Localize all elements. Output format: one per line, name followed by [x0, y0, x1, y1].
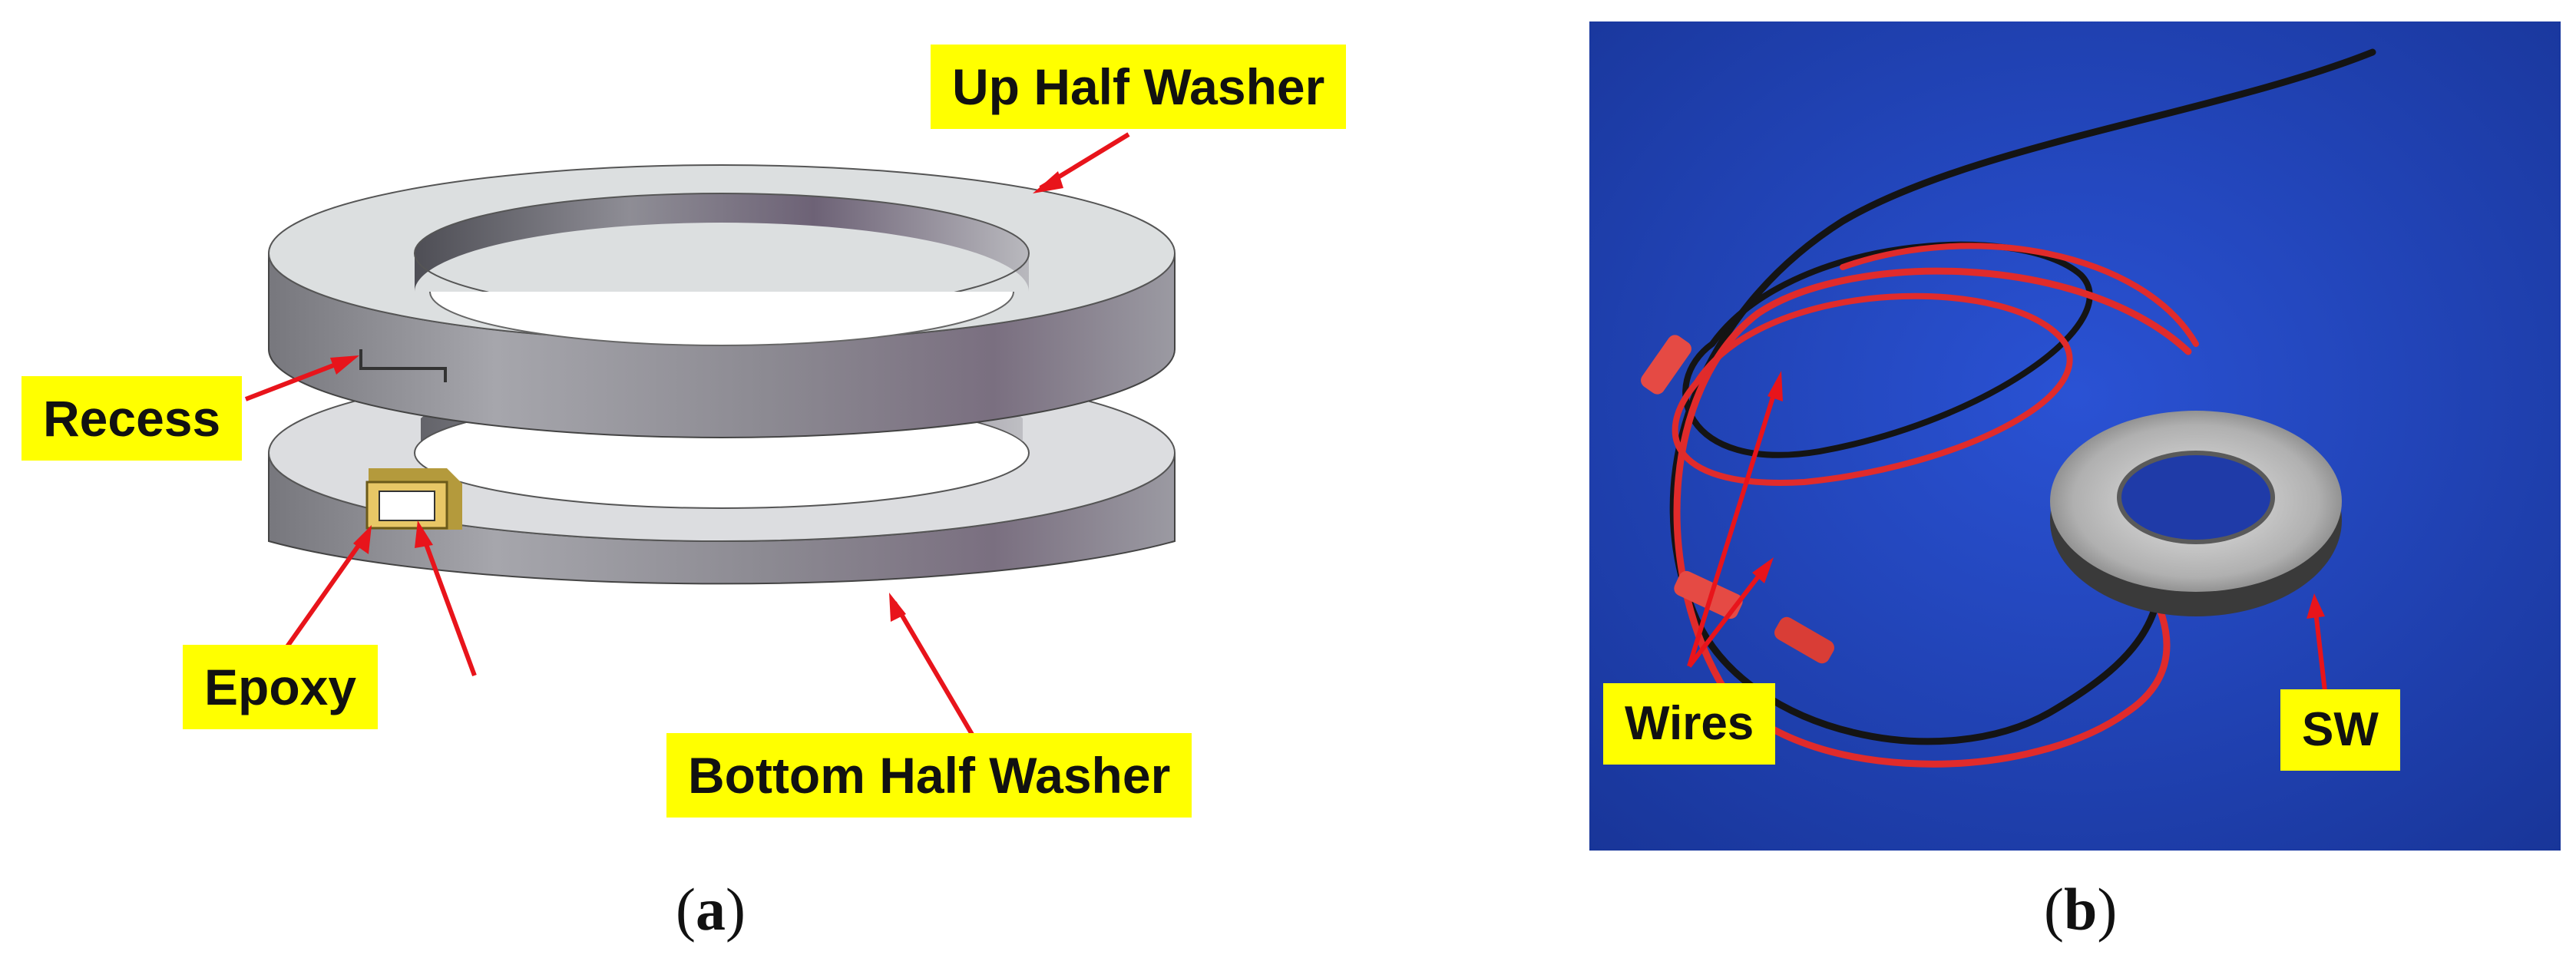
- caption-b: (b): [2044, 876, 2118, 943]
- arrow-epoxy-left: [278, 532, 369, 658]
- label-up-half-washer: Up Half Washer: [931, 45, 1347, 129]
- sensor-element: [379, 491, 435, 521]
- arrow-recess: [244, 357, 351, 401]
- panel-b: Wires SW: [1589, 21, 2561, 851]
- label-epoxy: Epoxy: [183, 645, 379, 729]
- label-bottom-half-washer: Bottom Half Washer: [666, 733, 1192, 818]
- arrow-wires-2: [1687, 565, 1768, 668]
- up-washer-hole-lower: [429, 291, 1014, 346]
- red-wire-tail: [1840, 243, 2199, 347]
- caption-a: (a): [676, 876, 746, 943]
- arrow-sw: [2313, 604, 2329, 705]
- arrow-bottom-half-washer: [892, 601, 976, 738]
- washer-drawing: [244, 132, 1176, 738]
- panel-b-arrows: [1687, 371, 2329, 705]
- up-washer-inner-wall: [415, 193, 1029, 292]
- panel-a-arrows: [244, 132, 1130, 738]
- label-recess: Recess: [21, 376, 243, 461]
- red-wire-loop: [1672, 292, 2073, 486]
- label-wires: Wires: [1603, 683, 1776, 765]
- black-wire-loop: [1682, 241, 2093, 458]
- wire-connectors: [1641, 335, 1834, 664]
- recess-notch: [359, 349, 447, 382]
- panel-a: Up Half Washer Recess Epoxy Bottom Half …: [21, 45, 1347, 943]
- sensor-epoxy: [365, 468, 462, 530]
- smart-washer: [2050, 411, 2342, 616]
- label-sw: SW: [2280, 689, 2400, 771]
- up-half-washer: [268, 164, 1176, 438]
- smart-washer-hole: [2117, 451, 2275, 544]
- arrow-epoxy-right: [418, 528, 477, 677]
- arrow-wires-1: [1687, 382, 1780, 667]
